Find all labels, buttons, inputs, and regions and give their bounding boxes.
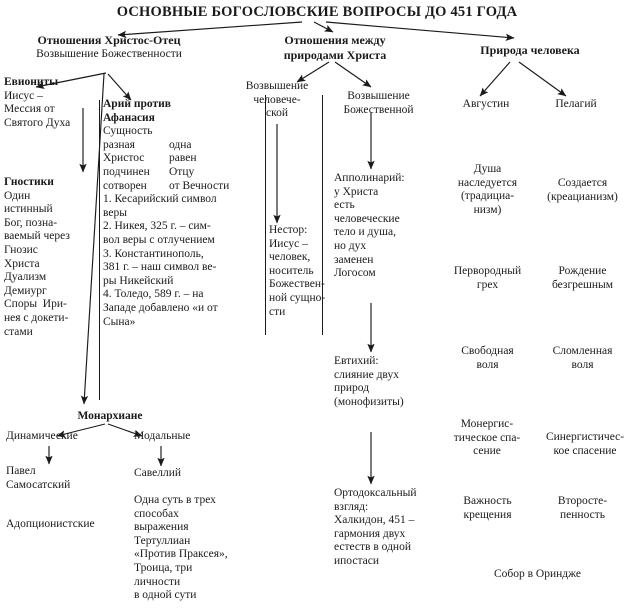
right-pair-4-right: Второсте-пенность bbox=[557, 495, 608, 521]
node-adoptionist: Адопционистские bbox=[6, 518, 128, 532]
node-augustine: Августин bbox=[440, 98, 532, 112]
dynamic-label: Динамические bbox=[6, 430, 78, 442]
node-monarchians-modal: Модальные bbox=[134, 430, 252, 444]
arius-title-line1: Арий против bbox=[103, 98, 171, 110]
branch-heading-right: Природа человека bbox=[440, 43, 620, 58]
monarchians-title: Монархиане bbox=[77, 410, 143, 422]
divider-middle-right bbox=[322, 95, 323, 335]
right-pair-3-right: Синергистичес-кое спасение bbox=[545, 431, 625, 457]
right-pair-3-left: Монергис-тическое спа-сение bbox=[453, 418, 521, 458]
node-sabellius: Савеллий bbox=[134, 467, 252, 481]
node-monarchians-dynamic: Динамические bbox=[6, 430, 124, 444]
gnostics-title: Гностики bbox=[4, 176, 54, 188]
arius-essence-label: Сущность bbox=[103, 125, 153, 138]
branch-left-title: Отношения Христос-Отец bbox=[37, 33, 181, 47]
right-pair-0-right: Создается(креацианизм) bbox=[547, 177, 618, 203]
branch-heading-left: Отношения Христос-Отец Возвышение Божест… bbox=[14, 33, 204, 60]
page-title: ОСНОВНЫЕ БОГОСЛОВСКИЕ ВОПРОСЫ ДО 451 ГОД… bbox=[116, 4, 518, 20]
branch-heading-middle: Отношения между природами Христа bbox=[250, 33, 420, 63]
adoptionist-note: Адопционистские bbox=[6, 518, 95, 530]
branch-middle-title-line1: Отношения между bbox=[284, 33, 386, 47]
right-pair-3: Монергис-тическое спа-сение Синергистиче… bbox=[438, 418, 634, 459]
council-orange-label: Собор в Ориндже bbox=[493, 568, 582, 580]
node-council-orange: Собор в Ориндже bbox=[450, 568, 625, 582]
pelagius-label: Пелагий bbox=[555, 98, 597, 110]
branch-right-title: Природа человека bbox=[480, 43, 580, 57]
branch-middle-title-line2: природами Христа bbox=[283, 48, 387, 62]
ebionites-title: Евиониты bbox=[4, 76, 59, 88]
divider-left bbox=[99, 100, 100, 400]
divider-middle bbox=[265, 95, 266, 335]
arius-title-line2: Афанасия bbox=[103, 111, 155, 124]
node-monarchians-title: Монархиане bbox=[55, 410, 165, 424]
modal-label: Модальные bbox=[134, 430, 191, 442]
augustine-label: Августин bbox=[462, 98, 510, 110]
node-pelagius: Пелагий bbox=[530, 98, 622, 112]
sabellius: Савеллий bbox=[134, 467, 182, 479]
branch-left-subtitle: Возвышение Божественности bbox=[36, 48, 182, 60]
